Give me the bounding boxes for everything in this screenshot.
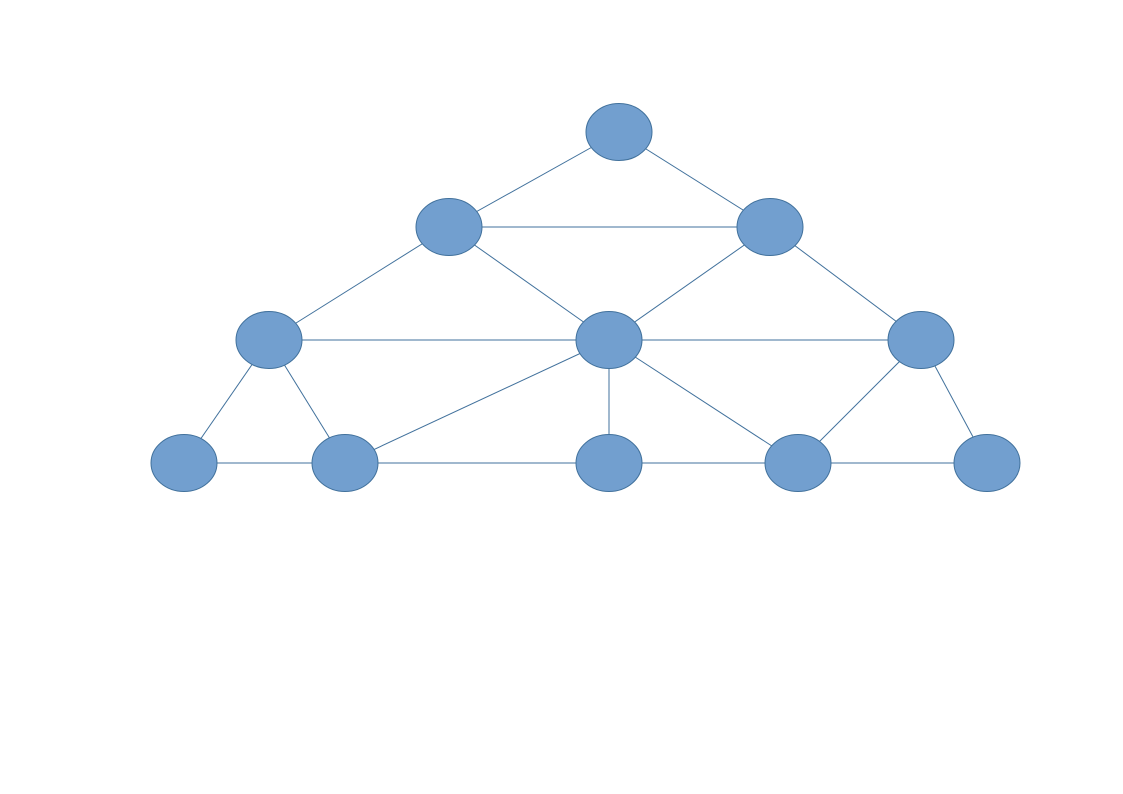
nodes-layer [150,103,1021,492]
node-2 [736,198,804,256]
node-3 [235,311,303,369]
node-1 [415,198,483,256]
node-5 [887,311,955,369]
node-9 [764,434,832,492]
edge-4-9 [608,339,799,464]
node-6 [150,434,218,492]
node-8 [575,434,643,492]
edge-4-7 [344,339,610,464]
node-4 [575,311,643,369]
edge-2-4 [608,226,771,341]
edge-1-3 [268,226,450,341]
node-10 [953,434,1021,492]
edge-0-1 [448,131,620,228]
node-0 [585,103,653,161]
node-7 [311,434,379,492]
edge-1-4 [448,226,610,341]
edges-layer [183,131,988,464]
